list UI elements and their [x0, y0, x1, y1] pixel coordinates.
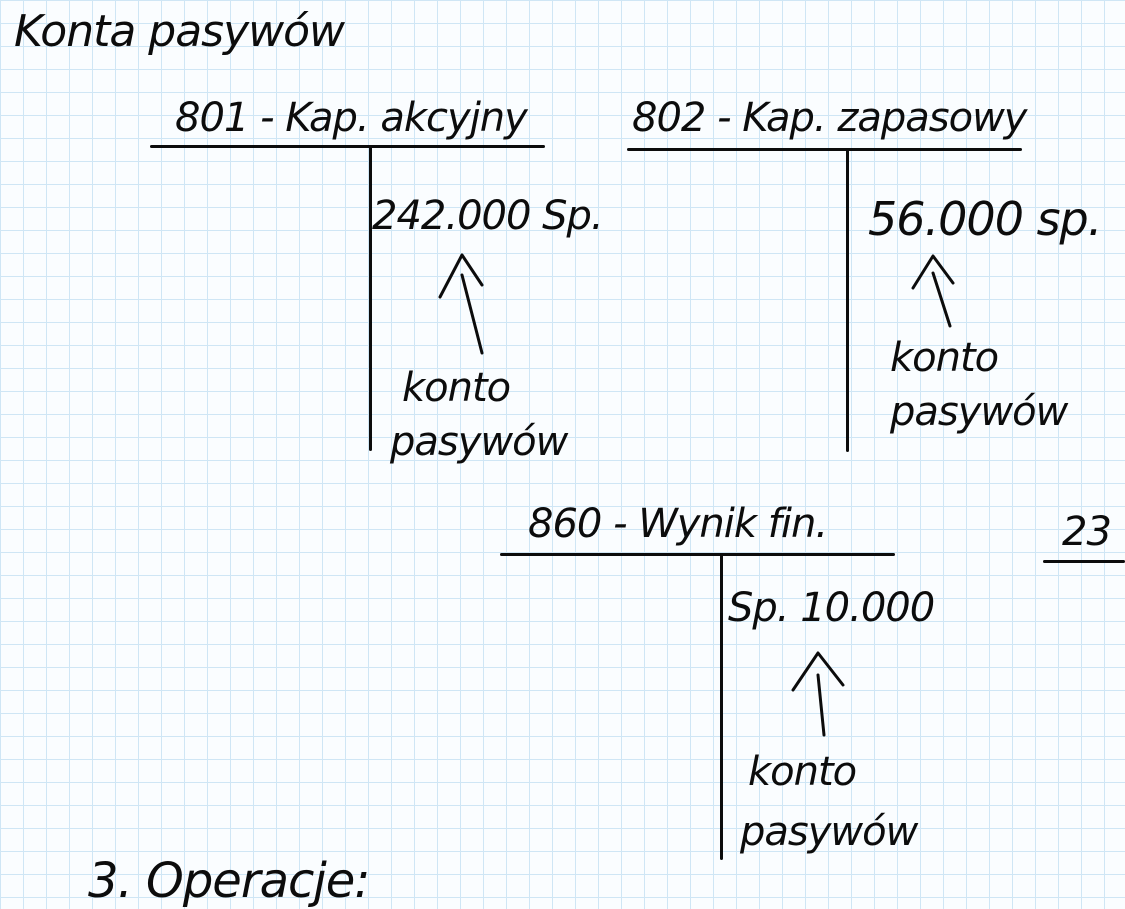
account-802-title: 802 - Kap. zapasowy	[632, 95, 1027, 141]
account-860-credit-entry: Sp. 10.000	[728, 585, 935, 631]
account-801-arrow-icon	[438, 253, 484, 355]
account-801-title: 801 - Kap. akcyjny	[175, 95, 528, 141]
account-801-note-line2: pasywów	[390, 419, 568, 465]
page-heading: Konta pasywów	[14, 6, 345, 57]
account-801-note-line1: konto	[402, 365, 511, 411]
account-801-top-line	[150, 145, 545, 148]
account-801-divider	[369, 146, 372, 451]
account-860-title: 860 - Wynik fin.	[528, 501, 828, 547]
account-860-top-line	[500, 553, 895, 556]
account-802-credit-entry: 56.000 sp.	[868, 192, 1102, 246]
account-802-note-line2: pasywów	[890, 389, 1068, 435]
account-801-credit-entry: 242.000 Sp.	[372, 193, 604, 239]
account-802-note-line1: konto	[890, 335, 999, 381]
account-802-divider	[846, 150, 849, 452]
account-860-note-line1: konto	[748, 749, 857, 795]
bottom-cut-text: 3. Operacje:	[88, 853, 370, 909]
account-860-divider	[720, 555, 723, 860]
account-860-arrow-icon	[791, 651, 845, 737]
account-860-note-line2: pasywów	[740, 809, 918, 855]
account-802-top-line	[627, 148, 1022, 151]
account-802-arrow-icon	[911, 254, 955, 328]
partial-account-title: 23	[1062, 509, 1112, 555]
partial-account-top-line	[1043, 560, 1125, 563]
